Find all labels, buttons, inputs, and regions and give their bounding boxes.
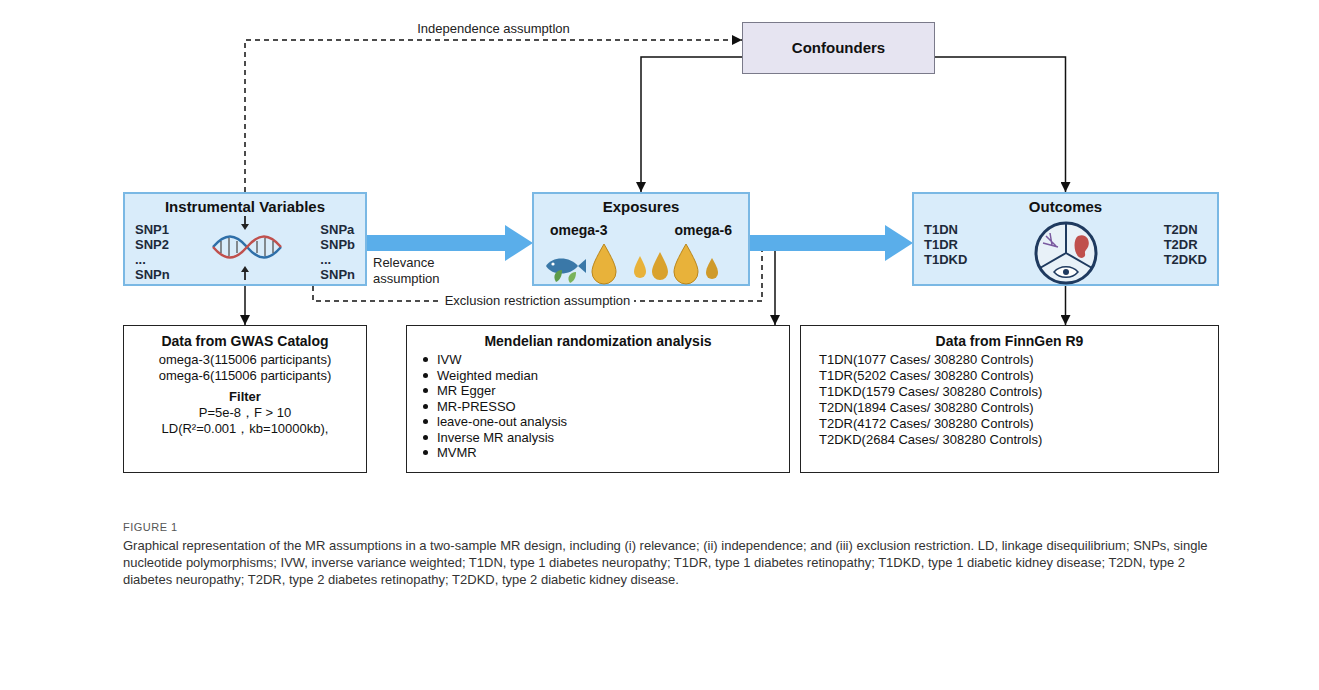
box-title: Confounders (792, 39, 885, 57)
text-row: T1DN T1DR T1DKD T2DN T2DR T2DKD (914, 222, 1217, 267)
box-title: Exposures (534, 198, 748, 216)
figure-caption: Graphical representation of the MR assum… (123, 537, 1213, 588)
box-text: T2DKD(2684 Cases/ 308280 Controls) (811, 432, 1208, 448)
box-text: SNPa SNPb ... SNPn (320, 222, 355, 282)
box-text: T1DN(1077 Cases/ 308280 Controls) (811, 352, 1208, 368)
box-title: Instrumental Variables (125, 198, 365, 216)
flow-arrow (935, 57, 1066, 192)
bullet-item: MR Egger (417, 383, 779, 399)
assumption-arrow (245, 40, 742, 192)
text-row: SNP1 SNP2 ... SNPn SNPa SNPb ... SNPn (125, 222, 365, 282)
caption-block: FIGURE 1 Graphical representation of the … (123, 521, 1213, 588)
box-text: Filter (134, 388, 356, 405)
box-text: T1DR(5202 Cases/ 308280 Controls) (811, 368, 1208, 384)
flow-arrow (641, 57, 742, 192)
box-title: Outcomes (914, 198, 1217, 216)
data-source-box: Data from GWAS Catalog omega-3(115006 par… (123, 325, 367, 473)
bullet-item: IVW (417, 352, 779, 368)
bullet-item: Inverse MR analysis (417, 430, 779, 446)
box-text: T1DN T1DR T1DKD (924, 222, 967, 267)
box-text: T2DR(4172 Cases/ 308280 Controls) (811, 416, 1208, 432)
box-text: T2DN T2DR T2DKD (1164, 222, 1207, 267)
relation-arrow (750, 235, 885, 251)
flow-arrow (244, 286, 246, 325)
method-box: Mendelian randomization analysisIVWWeigh… (406, 325, 790, 473)
flow-arrow (1065, 286, 1067, 325)
box-title: Data from FinnGen R9 (811, 332, 1208, 350)
box-text: LD(R²=0.001，kb=10000kb), (134, 421, 356, 437)
box-text: SNP1 SNP2 ... SNPn (135, 222, 170, 282)
assumption-label: Relevance assumption (373, 255, 455, 287)
assumption-label: Independence assumptlon (413, 21, 574, 37)
bullet-item: Weighted median (417, 368, 779, 384)
box-text: T2DN(1894 Cases/ 308280 Controls) (811, 400, 1208, 416)
box-text: P=5e-8，F > 10 (134, 405, 356, 421)
assumption-label: Exclusion restriction assumption (441, 293, 635, 309)
flow-arrow (774, 251, 776, 325)
outcome-box: OutcomesT1DN T1DR T1DKD T2DN T2DR T2DKD (912, 192, 1219, 286)
figure-number: FIGURE 1 (123, 521, 1213, 533)
box-text: T1DKD(1579 Cases/ 308280 Controls) (811, 384, 1208, 400)
exposure-box: Exposures omega-3 omega-6 (532, 192, 750, 286)
confounder-box: Confounders (742, 22, 935, 74)
relation-arrow (367, 235, 505, 251)
bullet-item: MR-PRESSO (417, 399, 779, 415)
box-text: omega-3(115006 participants) (134, 352, 356, 368)
box-text: omega-3 (550, 222, 608, 239)
box-title: Mendelian randomization analysis (417, 332, 779, 350)
data-source-box: Data from FinnGen R9 T1DN(1077 Cases/ 308… (800, 325, 1219, 473)
text-row: omega-3 omega-6 (534, 222, 748, 239)
box-text: omega-6 (674, 222, 732, 239)
instrument-box: Instrumental VariablesSNP1 SNP2 ... SNPn… (123, 192, 367, 286)
bullet-item: MVMR (417, 445, 779, 461)
bullet-item: leave-one-out analysis (417, 414, 779, 430)
box-title: Data from GWAS Catalog (134, 332, 356, 350)
box-text: omega-6(115006 participants) (134, 368, 356, 384)
